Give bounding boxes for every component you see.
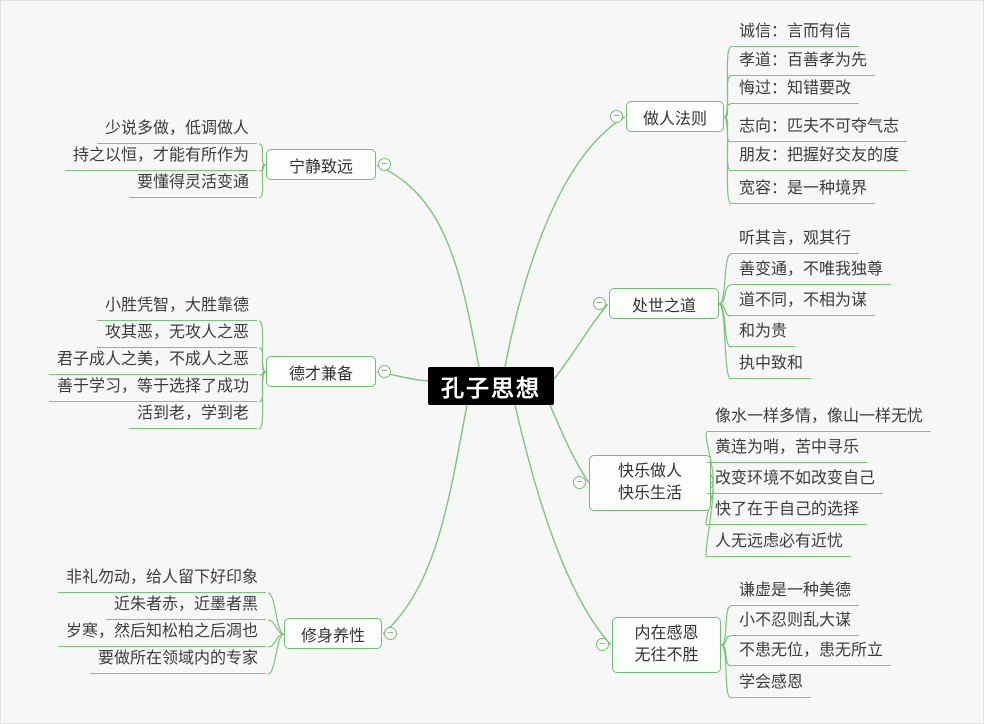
leaf-node[interactable]: 君子成人之美，不成人之恶 xyxy=(48,350,257,375)
branch-node-zuorenfaze[interactable]: 做人法则 xyxy=(626,101,724,132)
leaf-node[interactable]: 持之以恒，才能有所作为 xyxy=(64,146,257,171)
branch-label-line: 无往不胜 xyxy=(634,647,699,664)
connector-path-branch-2 xyxy=(258,320,267,430)
leaf-node[interactable]: 岁寒，然后知松柏之后凋也 xyxy=(57,622,266,647)
leaf-node[interactable]: 谦虚是一种美德 xyxy=(731,581,860,606)
leaf-node[interactable]: 善变通，不唯我独尊 xyxy=(731,260,892,285)
branch-node-neizaiganen[interactable]: 内在感恩 无往不胜 xyxy=(612,617,721,673)
leaf-node[interactable]: 小不忍则乱大谋 xyxy=(731,611,860,636)
leaf-node[interactable]: 少说多做，低调做人 xyxy=(96,119,257,144)
leaf-node[interactable]: 诚信：言而有信 xyxy=(731,22,860,47)
leaf-node[interactable]: 非礼勿动，给人留下好印象 xyxy=(57,568,266,593)
connector-path-branch-4 xyxy=(723,46,732,205)
leaf-node[interactable]: 近朱者赤，近墨者黑 xyxy=(105,595,266,620)
leaf-node[interactable]: 朋友：把握好交友的度 xyxy=(731,146,908,171)
leaf-node[interactable]: 执中致和 xyxy=(731,354,812,379)
collapse-icon-branch-5[interactable]: − xyxy=(593,297,606,310)
leaf-node[interactable]: 像水一样多情，像山一样无忧 xyxy=(707,407,932,432)
leaf-node[interactable]: 孝道：百善孝为先 xyxy=(731,51,876,76)
leaf-node[interactable]: 学会感恩 xyxy=(731,673,812,698)
branch-label-line: 快乐做人 xyxy=(617,463,682,480)
branch-node-kuailezuoren[interactable]: 快乐做人 快乐生活 xyxy=(589,455,711,511)
connector-path-branch-5 xyxy=(718,253,732,380)
root-node[interactable]: 孔子思想 xyxy=(428,367,554,405)
branch-node-ningjingzhiyuan[interactable]: 宁静致远 xyxy=(266,149,376,180)
collapse-icon-branch-3[interactable]: − xyxy=(384,627,397,640)
collapse-icon-branch-2[interactable]: − xyxy=(378,365,391,378)
connector-path-branch-7 xyxy=(720,605,732,699)
branch-node-decaijianbei[interactable]: 德才兼备 xyxy=(266,356,376,387)
leaf-node[interactable]: 志向：匹夫不可夺气志 xyxy=(731,117,908,142)
leaf-node[interactable]: 宽容：是一种境界 xyxy=(731,179,876,204)
leaf-node[interactable]: 听其言，观其行 xyxy=(731,229,860,254)
leaf-node[interactable]: 善于学习，等于选择了成功 xyxy=(48,377,257,402)
collapse-icon-branch-4[interactable]: − xyxy=(610,110,623,123)
leaf-node[interactable]: 攻其恶，无攻人之恶 xyxy=(96,323,257,348)
leaf-node[interactable]: 要做所在领域内的专家 xyxy=(89,649,266,674)
leaf-node[interactable]: 要懂得灵活变通 xyxy=(128,173,257,198)
branch-node-xiushenyangxing[interactable]: 修身养性 xyxy=(284,618,382,649)
leaf-node[interactable]: 活到老，学到老 xyxy=(128,404,257,429)
collapse-icon-branch-6[interactable]: − xyxy=(573,476,586,489)
main-branch-connectors xyxy=(376,116,626,646)
leaf-node[interactable]: 快了在于自己的选择 xyxy=(707,500,868,525)
leaf-node[interactable]: 改变环境不如改变自己 xyxy=(707,469,884,494)
leaf-node[interactable]: 小胜凭智，大胜靠德 xyxy=(96,296,257,321)
leaf-node[interactable]: 和为贵 xyxy=(731,322,796,347)
branch-label-line: 内在感恩 xyxy=(634,625,699,642)
connector-path-branch-3 xyxy=(267,592,285,675)
collapse-icon-branch-1[interactable]: − xyxy=(378,158,391,171)
branch-label-line: 快乐生活 xyxy=(617,485,682,502)
branch-node-chushizhidao[interactable]: 处世之道 xyxy=(609,288,719,319)
leaf-node[interactable]: 道不同，不相为谋 xyxy=(731,291,876,316)
leaf-node[interactable]: 悔过：知错要改 xyxy=(731,79,860,104)
connector-path-branch-1 xyxy=(258,143,267,199)
leaf-node[interactable]: 不患无位，患无所立 xyxy=(731,641,892,666)
leaf-node[interactable]: 人无远虑必有近忧 xyxy=(707,532,852,557)
collapse-icon-branch-7[interactable]: − xyxy=(596,638,609,651)
leaf-node[interactable]: 黄连为哨，苦中寻乐 xyxy=(707,438,868,463)
connector-path-main xyxy=(376,116,626,646)
